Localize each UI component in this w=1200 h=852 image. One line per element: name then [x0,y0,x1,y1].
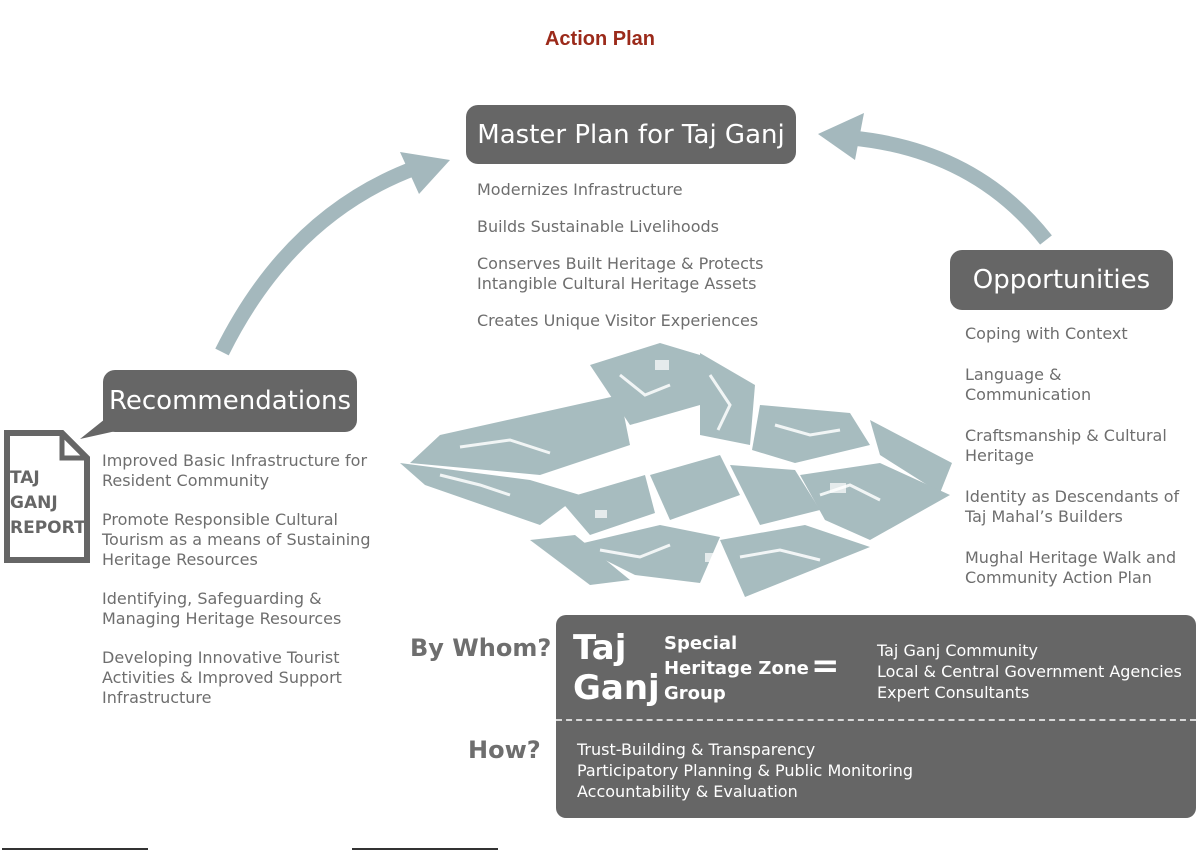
arrow-head-right [818,113,864,160]
by-whom-label: By Whom? [410,634,552,662]
arrow-opportunities-to-master [851,130,1052,245]
master-plan-item: Builds Sustainable Livelihoods [477,217,719,236]
arrow-head-left [400,152,450,194]
map-small-blocks [595,360,846,562]
report-line: TAJ [10,468,40,488]
group-line: Special [664,633,738,654]
taj-ganj-logo: Taj Ganj [573,628,660,708]
report-line: GANJ [10,493,58,513]
member-item: Taj Ganj Community [877,641,1038,660]
how-list: Trust-Building & Transparency Participat… [577,739,913,802]
recommendation-item: Identifying, Safeguarding & Managing Her… [102,589,342,628]
recommendations-list: Improved Basic Infrastructure for Reside… [102,451,372,727]
panel-divider [556,719,1196,721]
group-line: Heritage Zone [664,658,809,679]
special-heritage-zone-group: Special Heritage Zone Group [664,631,809,706]
report-document-icon [4,430,90,563]
map-inner-lanes [439,373,881,562]
master-plan-box: Master Plan for Taj Ganj [466,105,796,164]
footer-rule-left [2,848,148,850]
page-title: Action Plan [544,28,655,50]
members-list: Taj Ganj Community Local & Central Gover… [877,640,1182,703]
master-plan-item: Conserves Built Heritage & Protects Inta… [477,254,764,293]
report-line: REPORT [10,518,86,538]
recommendation-item: Promote Responsible Cultural Tourism as … [102,510,371,569]
opportunity-item: Language & Communication [965,365,1092,404]
footer-rule-right [352,848,498,850]
member-item: Expert Consultants [877,683,1030,702]
recommendation-item: Developing Innovative Tourist Activities… [102,648,342,707]
recommendation-item: Improved Basic Infrastructure for Reside… [102,451,368,490]
master-plan-item: Modernizes Infrastructure [477,180,683,199]
logo-line: Ganj [573,668,660,708]
how-label: How? [468,736,541,764]
group-line: Group [664,683,726,704]
how-item: Accountability & Evaluation [577,782,798,801]
opportunities-list: Coping with Context Language & Communica… [965,324,1195,609]
opportunity-item: Identity as Descendants of Taj Mahal’s B… [965,487,1180,526]
arrow-recommendations-to-master [215,160,418,356]
opportunities-box: Opportunities [950,250,1173,310]
report-title: TAJ GANJ REPORT [10,466,86,541]
map-blocks [400,343,952,597]
equals-sign: = [811,646,840,686]
taj-ganj-map-illustration [400,343,952,597]
opportunity-item: Craftsmanship & Cultural Heritage [965,426,1167,465]
how-item: Trust-Building & Transparency [577,740,816,759]
governance-panel [556,615,1196,818]
master-plan-list: Modernizes Infrastructure Builds Sustain… [477,180,797,348]
master-plan-item: Creates Unique Visitor Experiences [477,311,759,330]
opportunity-item: Mughal Heritage Walk and Community Actio… [965,548,1177,587]
opportunity-item: Coping with Context [965,324,1128,343]
recommendations-box: Recommendations [103,370,357,432]
member-item: Local & Central Government Agencies [877,662,1182,681]
logo-line: Taj [573,628,627,668]
how-item: Participatory Planning & Public Monitori… [577,761,913,780]
